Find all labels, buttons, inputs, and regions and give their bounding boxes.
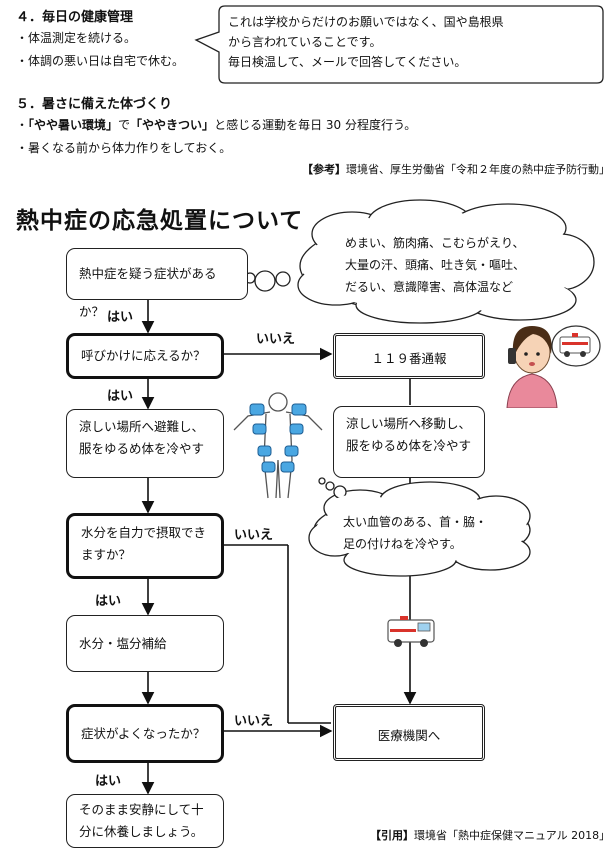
evacuate-cool-box: 涼しい場所へ避難し、 服をゆるめ体を冷やす <box>66 409 224 478</box>
citation-tag: 【引用】 <box>370 829 414 842</box>
ambulance-icon <box>387 616 435 647</box>
yes-label-3: はい <box>95 594 122 609</box>
speech-note-line-3: 毎日検温して、メールで回答してください。 <box>228 55 467 69</box>
speech-note-line-2: から言われていることです。 <box>228 35 382 49</box>
ambulance-thought-icon <box>551 325 601 367</box>
section5-item-1: ・「やや暑い環境」で「ややきつい」と感じる運動を毎日 30 分程度行う。 <box>16 116 416 133</box>
q3-line-2: ますか？ <box>81 547 132 562</box>
yes-label-2: はい <box>107 389 134 404</box>
body-ice-pack-icon <box>233 392 323 499</box>
reference-line: 【参考】環境省、厚生労働省「令和２年度の熱中症予防行動」 <box>302 161 610 177</box>
reference-text: 環境省、厚生労働省「令和２年度の熱中症予防行動」 <box>346 163 610 176</box>
hospital-box: 医療機関へ <box>333 704 485 761</box>
move-cool-box: 涼しい場所へ移動し、 服をゆるめ体を冷やす <box>333 406 485 478</box>
evacuate-line-2: 服をゆるめ体を冷やす <box>79 441 205 456</box>
symptoms-line-1: めまい、筋肉痛、こむらがえり、 <box>345 236 525 250</box>
section5-item-1-mid: で <box>118 118 131 132</box>
section5-item-1-quote-2: 「ややきつい」 <box>130 118 215 132</box>
q2-response-box: 呼びかけに応えるか？ <box>66 333 224 379</box>
citation-text: 環境省「熱中症保健マニュアル 2018」 <box>414 829 611 842</box>
section4-title: ４．毎日の健康管理 <box>16 10 134 25</box>
symptoms-text: めまい、筋肉痛、こむらがえり、 大量の汗、頭痛、吐き気・嘔吐、 だるい、意識障害… <box>345 232 525 298</box>
symptoms-line-3: だるい、意識障害、高体温など <box>345 280 514 294</box>
section5-title: ５．暑さに備えた体づくり <box>16 97 173 112</box>
cooling-line-1: 太い血管のある、首・脇・ <box>343 515 488 529</box>
reference-tag: 【参考】 <box>302 163 346 176</box>
cooling-line-2: 足の付けねを冷やす。 <box>343 537 462 551</box>
rest-line-2: 分に休養しましょう。 <box>79 824 204 839</box>
yes-label-4: はい <box>95 774 122 789</box>
q4-improved-box: 症状がよくなったか？ <box>66 704 224 763</box>
page-heading: 熱中症の応急処置について <box>16 208 304 234</box>
section5-item-1-prefix: ・ <box>16 118 29 132</box>
q3-drink-box: 水分を自力で摂取でき ますか？ <box>66 513 224 579</box>
move-line-2: 服をゆるめ体を冷やす <box>346 438 472 453</box>
no-label-2: いいえ <box>234 528 274 543</box>
section4-item-1: ・体温測定を続ける。 <box>16 31 137 45</box>
section4-item-2: ・体調の悪い日は自宅で休む。 <box>16 54 185 68</box>
speech-note: これは学校からだけのお願いではなく、国や島根県 から言われていることです。 毎日… <box>228 12 504 72</box>
q3-line-1: 水分を自力で摂取でき <box>81 525 207 540</box>
move-line-1: 涼しい場所へ移動し、 <box>346 416 472 431</box>
section5-item-1-rest: と感じる運動を毎日 30 分程度行う。 <box>214 118 417 132</box>
no-label-1: いいえ <box>256 332 296 347</box>
section5-item-1-quote-1: 「やや暑い環境」 <box>28 118 119 132</box>
hydrate-box: 水分・塩分補給 <box>66 615 224 672</box>
cooling-cloud-text: 太い血管のある、首・脇・ 足の付けねを冷やす。 <box>343 511 487 555</box>
yes-label-1: はい <box>107 310 134 325</box>
speech-note-line-1: これは学校からだけのお願いではなく、国や島根県 <box>228 15 504 29</box>
symptoms-line-2: 大量の汗、頭痛、吐き気・嘔吐、 <box>345 258 526 272</box>
q1-symptoms-box: 熱中症を疑う症状があるか？ <box>66 248 248 319</box>
no-label-3: いいえ <box>234 714 274 729</box>
citation-line: 【引用】環境省「熱中症保健マニュアル 2018」 <box>370 827 610 843</box>
woman-calling-icon <box>506 326 558 408</box>
rest-box: そのまま安静にして十 分に休養しましょう。 <box>66 794 224 848</box>
rest-line-1: そのまま安静にして十 <box>79 802 204 817</box>
evacuate-line-1: 涼しい場所へ避難し、 <box>79 419 205 434</box>
section5-item-2: ・暑くなる前から体力作りをしておく。 <box>16 141 232 155</box>
call-119-box: １１９番通報 <box>333 333 485 379</box>
